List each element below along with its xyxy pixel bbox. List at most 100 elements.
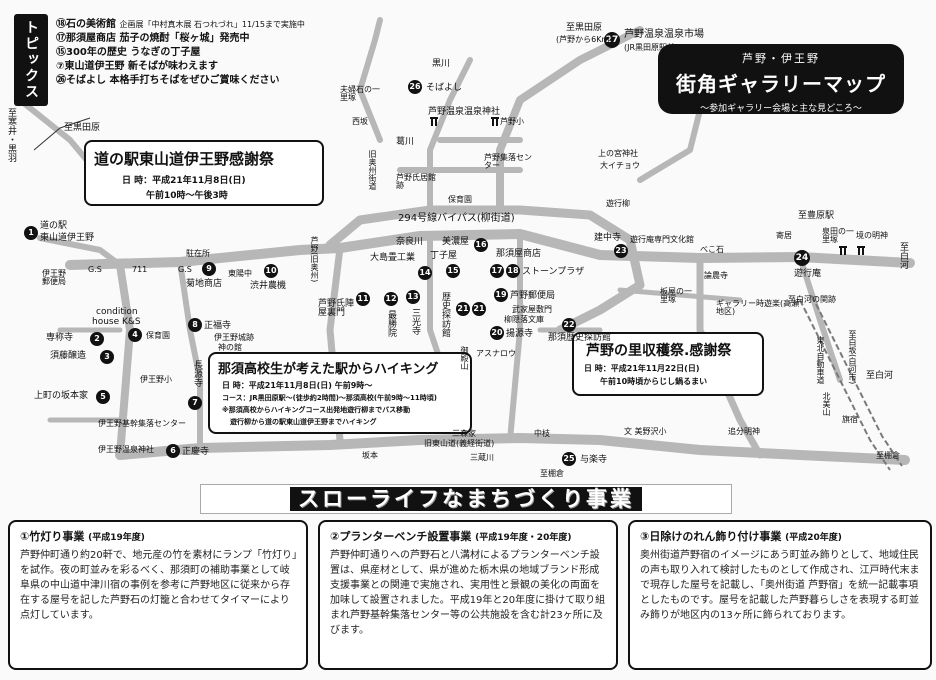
pin-label: 芦野温泉温泉市場: [624, 29, 704, 40]
pin-label: 正慶寺: [182, 447, 210, 457]
place-label: 伊王野小: [140, 375, 172, 384]
expressway: [799, 299, 891, 471]
place-label: 294号線バイパス(柳街道): [398, 213, 515, 224]
pin-label: 東山道伊王野: [40, 233, 95, 243]
map-pin[interactable]: 17: [490, 264, 504, 278]
info-body: 芦野仲町通りへの芦野石と八溝材によるプランターベンチ設置は、県産材として、県が進…: [330, 550, 606, 636]
place-label: 三蔵川: [470, 453, 494, 462]
info-heading: ③日除けのれん飾り付け事業 (平成20年度): [640, 530, 842, 543]
event-hiking: 那須高校生が考えた駅からハイキング 日 時：平成21年11月8日(日) 午前9時…: [208, 352, 472, 434]
event-line: コース：JR黒田原駅〜(徒歩約2時間)〜那須高校(午前9時〜11時頃): [222, 394, 437, 402]
map-pin[interactable]: 25: [562, 452, 576, 466]
topics-panel: トピックス ⑱石の美術館 企画展「中村真木展 石つれづれ」11/15まで実施中 …: [14, 14, 314, 106]
map-pin[interactable]: 19: [494, 288, 508, 302]
map-pin[interactable]: 27: [604, 32, 620, 48]
info-heading: ②プランターベンチ設置事業 (平成19年度・20年度): [330, 530, 572, 543]
map-pin[interactable]: 15: [446, 264, 460, 278]
pin-label: condition: [96, 307, 138, 317]
event-heading: 那須高校生が考えた駅からハイキング: [218, 362, 439, 377]
topic-item: ⑰那須屋商店 茄子の焼酎「桜ヶ城」発売中: [56, 33, 250, 44]
place-label: 芦野氏居館跡: [396, 173, 436, 190]
map-pin[interactable]: 9: [202, 262, 216, 276]
place-label: 保育園: [448, 195, 472, 204]
place-label: 神の館: [218, 343, 242, 352]
place-label: (芦野から6Km): [556, 35, 613, 44]
map-pin[interactable]: 8: [188, 318, 202, 332]
map-pin[interactable]: 12: [384, 292, 398, 306]
event-heading: 芦野の里収穫祭.感謝祭: [586, 343, 732, 359]
event-line: ※那須高校からハイキングコース出発地遊行柳までバス移動: [222, 406, 411, 414]
map-pin[interactable]: 6: [166, 444, 180, 458]
place-label: 伊王野城跡: [214, 333, 254, 342]
pin-label: 最勝院: [386, 310, 396, 337]
map-pin[interactable]: 16: [474, 238, 488, 252]
place-label: 柳隠落文庫: [504, 315, 544, 324]
map-pin[interactable]: 24: [794, 250, 810, 266]
map-pin[interactable]: 10: [264, 264, 278, 278]
place-label: 伊王野基幹集落センター: [98, 419, 186, 428]
event-date: 日 時：平成21年11月8日(日): [122, 176, 246, 186]
map-pin[interactable]: 7: [188, 396, 202, 410]
map-pin[interactable]: 11: [356, 292, 370, 306]
map-pin[interactable]: 14: [418, 266, 432, 280]
map-pin[interactable]: 4: [128, 328, 142, 342]
pin-label: 揚源寺: [506, 329, 534, 339]
place-label: 至棚倉: [540, 469, 564, 478]
pin-label: 遊行庵: [794, 269, 822, 279]
place-label: べこ石: [700, 245, 724, 254]
pin-label: 三光寺: [410, 308, 420, 335]
topic-item: ⑮300年の歴史 うなぎの丁子屋: [56, 47, 201, 58]
pin-label: 上町の坂本家: [34, 391, 89, 401]
place-label: 西坂: [352, 117, 368, 126]
pin-sub-label: (JR黒田原駅前): [624, 43, 679, 52]
place-label: 旧奥州街道: [368, 150, 377, 190]
place-label: 奈良川: [396, 237, 424, 247]
place-label: アスナロウ: [476, 349, 516, 358]
map-pin[interactable]: 2: [90, 332, 104, 346]
place-label: 遊行柳: [606, 199, 630, 208]
place-label: 芦野温泉温泉神社: [428, 107, 501, 117]
map-pin[interactable]: 22: [562, 318, 576, 332]
map-pin[interactable]: 18: [506, 264, 520, 278]
place-label: 追分明神: [728, 427, 760, 436]
place-label: 至白河: [866, 371, 894, 381]
place-label: 駐在所: [186, 249, 210, 258]
map-pin[interactable]: 21: [456, 302, 470, 316]
place-label: ギャラリー時遊楽(高瀬地区): [716, 299, 800, 316]
pin-label: 建中寺: [594, 233, 622, 243]
place-label: 大イチョウ: [600, 161, 640, 170]
map-pin[interactable]: 26: [408, 80, 422, 94]
banner-text: スローライフなまちづくり事業: [290, 487, 642, 511]
pin-label: 道の駅: [40, 221, 68, 231]
place-label: 至黒田原: [566, 23, 603, 33]
place-label: 旧東山道(義経街道): [424, 439, 495, 448]
pin-label: そばよし: [426, 83, 463, 93]
place-label: 至寒井・黒羽: [6, 108, 16, 162]
place-label: 上の宮神社: [598, 149, 638, 158]
map-pin[interactable]: 5: [96, 390, 110, 404]
map-pin[interactable]: 3: [100, 350, 114, 364]
pin-label: 大島畳工業: [370, 253, 416, 263]
place-label: 北美山: [822, 392, 831, 416]
place-label: 東陽中: [228, 269, 252, 278]
info-body: 奥州街道芦野宿のイメージにあう町並み飾りとして、地域住民の声も取り入れて検討した…: [640, 550, 920, 621]
bypass-road: [325, 205, 645, 335]
place-label: 保育園: [146, 331, 170, 340]
map-pin[interactable]: 20: [490, 326, 504, 340]
map-pin[interactable]: 1: [24, 226, 38, 240]
event-harvest: 芦野の里収穫祭.感謝祭 日 時：平成21年11月22日(日) 午前10時頃からじ…: [572, 332, 764, 396]
place-label: 711: [132, 265, 148, 274]
pin-label: 丁子屋: [430, 251, 458, 261]
place-label: 坂本: [362, 451, 378, 460]
map-pin[interactable]: 13: [406, 290, 420, 304]
place-label: 文 美野沢小: [624, 427, 667, 436]
topic-item: ⑱石の美術館 企画展「中村真木展 石つれづれ」11/15まで実施中: [56, 19, 305, 30]
place-label: 境の明神: [856, 231, 888, 240]
map-pin[interactable]: 21: [472, 302, 486, 316]
map-pin[interactable]: 23: [614, 244, 628, 258]
place-label: 至白河: [900, 243, 910, 271]
event-date: 日 時：平成21年11月22日(日): [584, 364, 700, 373]
place-label: 芦野小: [500, 117, 524, 126]
place-label: 黒川: [432, 59, 451, 69]
